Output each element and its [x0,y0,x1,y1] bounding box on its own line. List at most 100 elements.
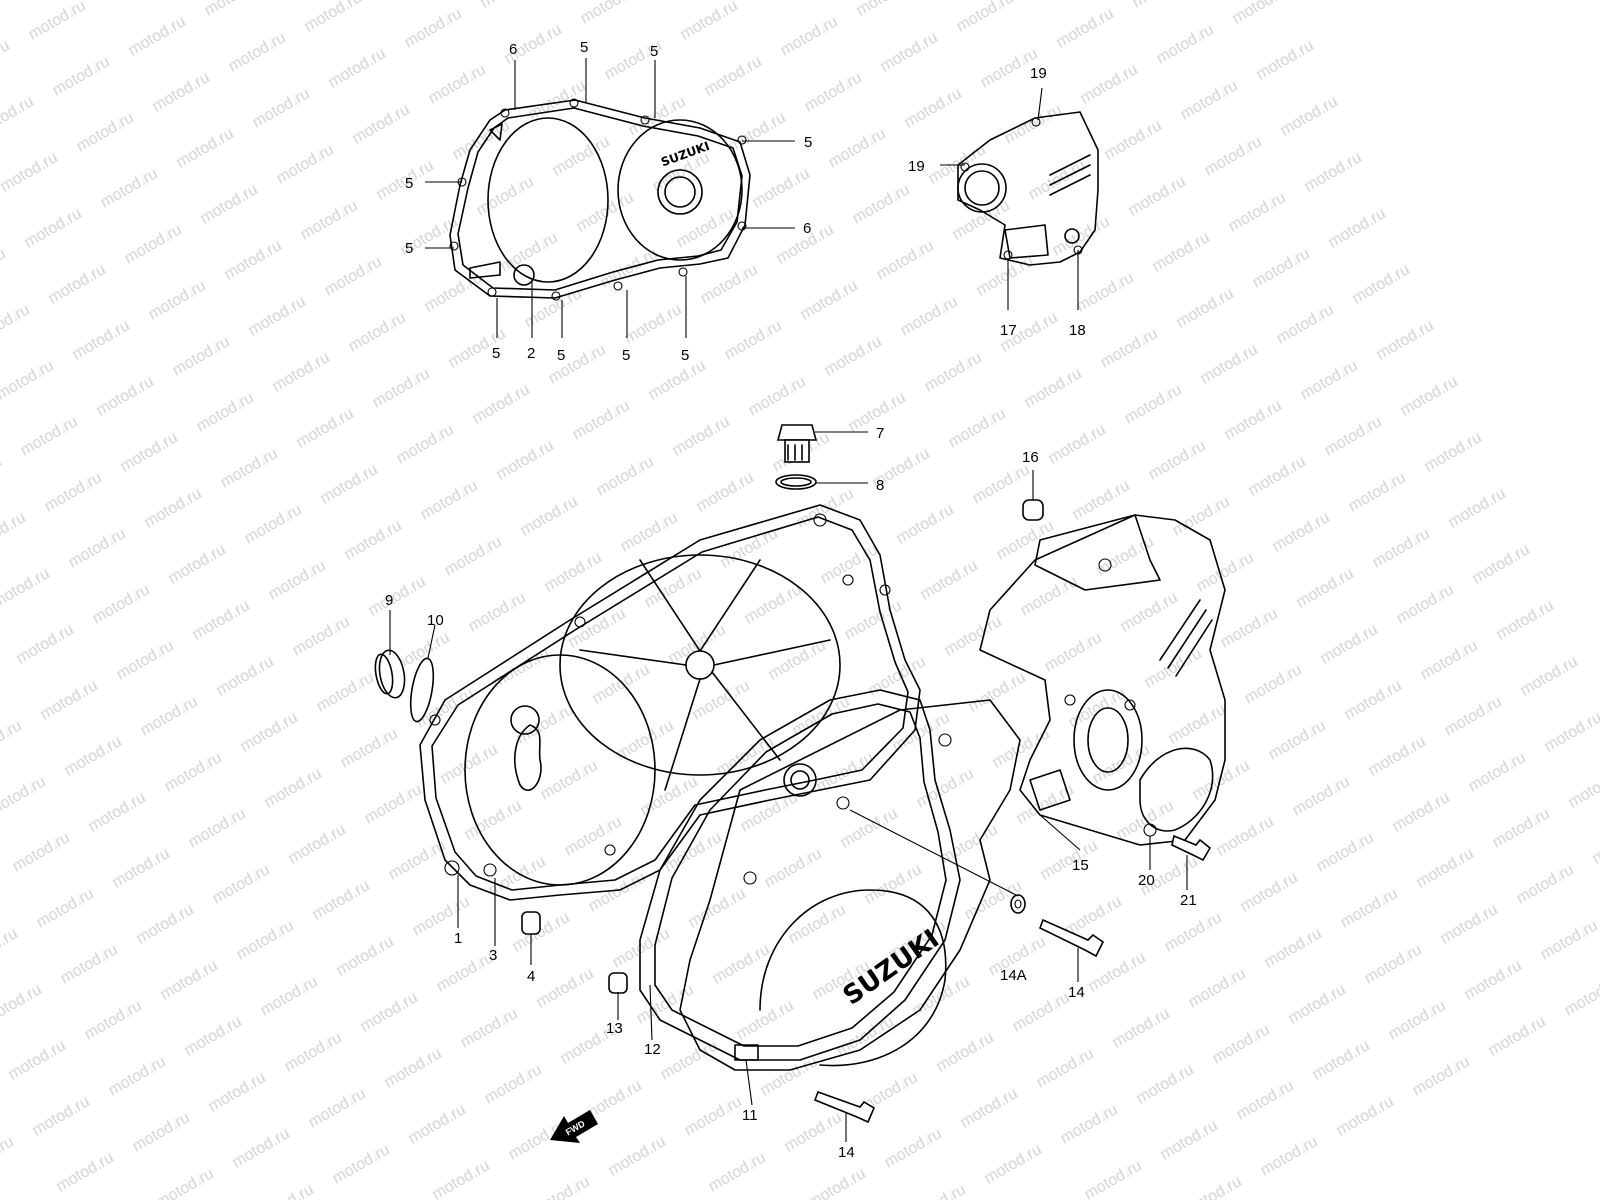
watermark-text: motod.ru [0,509,29,555]
watermark-text: motod.ru [686,885,749,931]
callout-5: 5 [492,345,500,362]
callout-11: 11 [742,1107,758,1124]
watermark-text: motod.ru [726,109,789,155]
watermark-text: motod.ru [1398,373,1461,419]
watermark-text: motod.ru [110,845,173,891]
watermark-text: motod.ru [1262,925,1325,971]
watermark-text: motod.ru [38,677,101,723]
watermark-text: motod.ru [186,805,249,851]
watermark-text: motod.ru [954,0,1017,35]
watermark-text: motod.ru [938,821,1001,867]
watermark-text: motod.ru [1326,205,1389,251]
watermark-text: motod.ru [746,373,809,419]
watermark-text: motod.ru [550,133,613,179]
watermark-text: motod.ru [822,333,885,379]
watermark-text: motod.ru [6,1037,69,1083]
watermark-text: motod.ru [698,261,761,307]
watermark-text: motod.ru [850,181,913,227]
watermark-text: motod.ru [1314,829,1377,875]
watermark-text: motod.ru [406,1101,469,1147]
watermark-text: motod.ru [1126,173,1189,219]
watermark-text: motod.ru [946,405,1009,451]
watermark-text: motod.ru [438,741,501,787]
watermark-text: motod.ru [1190,757,1253,803]
watermark-text: motod.ru [298,197,361,243]
watermark-text: motod.ru [330,1141,393,1187]
watermark-text: motod.ru [1174,285,1237,331]
watermark-text: motod.ru [1462,957,1525,1003]
watermark-text: motod.ru [634,981,697,1027]
watermark-text: motod.ru [878,29,941,75]
watermark-text: motod.ru [1038,837,1101,883]
watermark-text: motod.ru [310,877,373,923]
watermark-text: motod.ru [974,253,1037,299]
watermark-text: motod.ru [430,1157,493,1200]
watermark-text: motod.ru [394,421,457,467]
watermark-text: motod.ru [98,165,161,211]
watermark-text: motod.ru [418,477,481,523]
watermark-text: motod.ru [1226,189,1289,235]
watermark-text: motod.ru [1338,885,1401,931]
watermark-text: motod.ru [1370,525,1433,571]
callout-5: 5 [405,240,413,257]
watermark-text: motod.ru [494,437,557,483]
watermark-text: motod.ru [94,373,157,419]
watermark-text: motod.ru [1562,973,1600,1019]
watermark-text: motod.ru [1414,845,1477,891]
watermark-text: motod.ru [174,125,237,171]
watermark-text: motod.ru [1270,509,1333,555]
watermark-text: motod.ru [102,0,165,3]
watermark-text: motod.ru [1346,469,1409,515]
watermark-text: motod.ru [898,293,961,339]
watermark-text: motod.ru [1034,1045,1097,1091]
watermark-text: motod.ru [562,813,625,859]
watermark-text: motod.ru [0,37,13,83]
watermark-text: motod.ru [958,1085,1021,1131]
watermark-text: motod.ru [1286,981,1349,1027]
callout-5: 5 [580,39,588,56]
watermark-text: motod.ru [70,317,133,363]
watermark-text: motod.ru [1310,1037,1373,1083]
watermark-text: motod.ru [542,549,605,595]
watermark-text: motod.ru [1318,621,1381,667]
watermark-text: motod.ru [754,0,817,3]
callout-9: 9 [385,592,393,609]
watermark-text: motod.ru [982,1141,1045,1187]
watermark-text: motod.ru [646,357,709,403]
watermark-text: motod.ru [1254,37,1317,83]
watermark-text: motod.ru [0,717,25,763]
watermark-text: motod.ru [266,557,329,603]
watermark-text: motod.ru [1222,397,1285,443]
watermark-text: motod.ru [1210,1021,1273,1067]
watermark-text: motod.ru [0,301,33,347]
watermark-text: motod.ru [1374,317,1437,363]
watermark-text: motod.ru [674,205,737,251]
watermark-text: motod.ru [74,109,137,155]
watermark-text: motod.ru [1246,453,1309,499]
watermark-text: motod.ru [170,333,233,379]
watermark-text: motod.ru [138,693,201,739]
watermark-text: motod.ru [1130,0,1193,11]
watermark-text: motod.ru [62,733,125,779]
watermark-text: motod.ru [1114,797,1177,843]
watermark-text: motod.ru [1538,917,1600,963]
watermark-text: motod.ru [34,885,97,931]
watermark-text: motod.ru [1470,541,1533,587]
watermark-text: motod.ru [58,941,121,987]
sprocket-cover-gasket [957,111,1099,266]
watermark-text: motod.ru [882,1125,945,1171]
watermark-text: motod.ru [462,797,525,843]
watermark-text: motod.ru [402,5,465,51]
watermark-text: motod.ru [334,933,397,979]
callout-5: 5 [557,347,565,364]
watermark-text: motod.ru [0,245,9,291]
callout-14: 14 [1068,984,1085,1001]
watermark-text: motod.ru [1238,869,1301,915]
callout-6: 6 [803,220,811,237]
watermark-text: motod.ru [242,501,305,547]
watermark-text: motod.ru [1302,149,1365,195]
watermark-text: motod.ru [0,149,61,195]
watermark-text: motod.ru [934,1029,997,1075]
